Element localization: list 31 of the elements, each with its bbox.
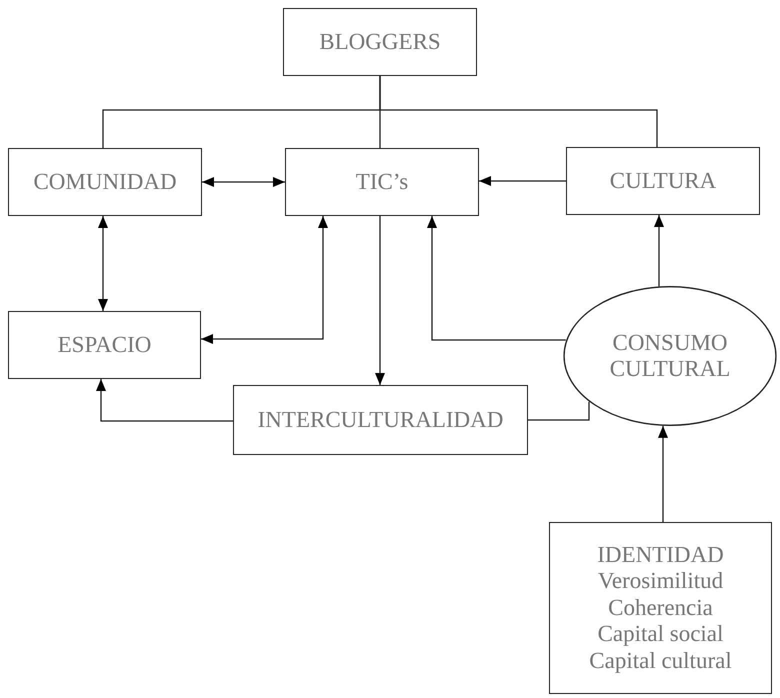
arrow: [658, 426, 668, 522]
node-label: Coherencia: [608, 594, 713, 622]
arrow: [479, 176, 566, 186]
node-label: CONSUMO CULTURAL: [608, 330, 732, 382]
arrow: [96, 379, 233, 422]
node-label: INTERCULTURALIDAD: [258, 406, 504, 434]
arrow: [375, 216, 385, 385]
connector-line: [379, 76, 658, 147]
node-label: ESPACIO: [58, 332, 152, 358]
node-label: TIC’s: [356, 168, 408, 196]
process-box: [8, 311, 201, 379]
node-label: COMUNIDAD: [33, 168, 177, 196]
process-box: [233, 385, 528, 455]
node-label: Capital social: [598, 621, 724, 648]
process-box: [566, 147, 760, 215]
arrow: [427, 216, 566, 341]
process-box: [283, 8, 477, 76]
node-label: BLOGGERS: [319, 28, 441, 56]
arrow: [98, 216, 108, 311]
arrow: [202, 177, 285, 187]
process-box: [8, 148, 202, 216]
node-label: CULTURA: [610, 168, 716, 194]
ellipse-node: [563, 286, 777, 426]
process-box: [549, 522, 772, 694]
process-box: [285, 148, 479, 216]
node-label: IDENTIDAD: [597, 542, 724, 568]
connector-line: [528, 402, 590, 421]
arrow: [654, 215, 664, 286]
node-label: Capital cultural: [589, 648, 732, 674]
node-label: Verosimilitud: [598, 568, 724, 595]
arrow: [201, 216, 328, 344]
